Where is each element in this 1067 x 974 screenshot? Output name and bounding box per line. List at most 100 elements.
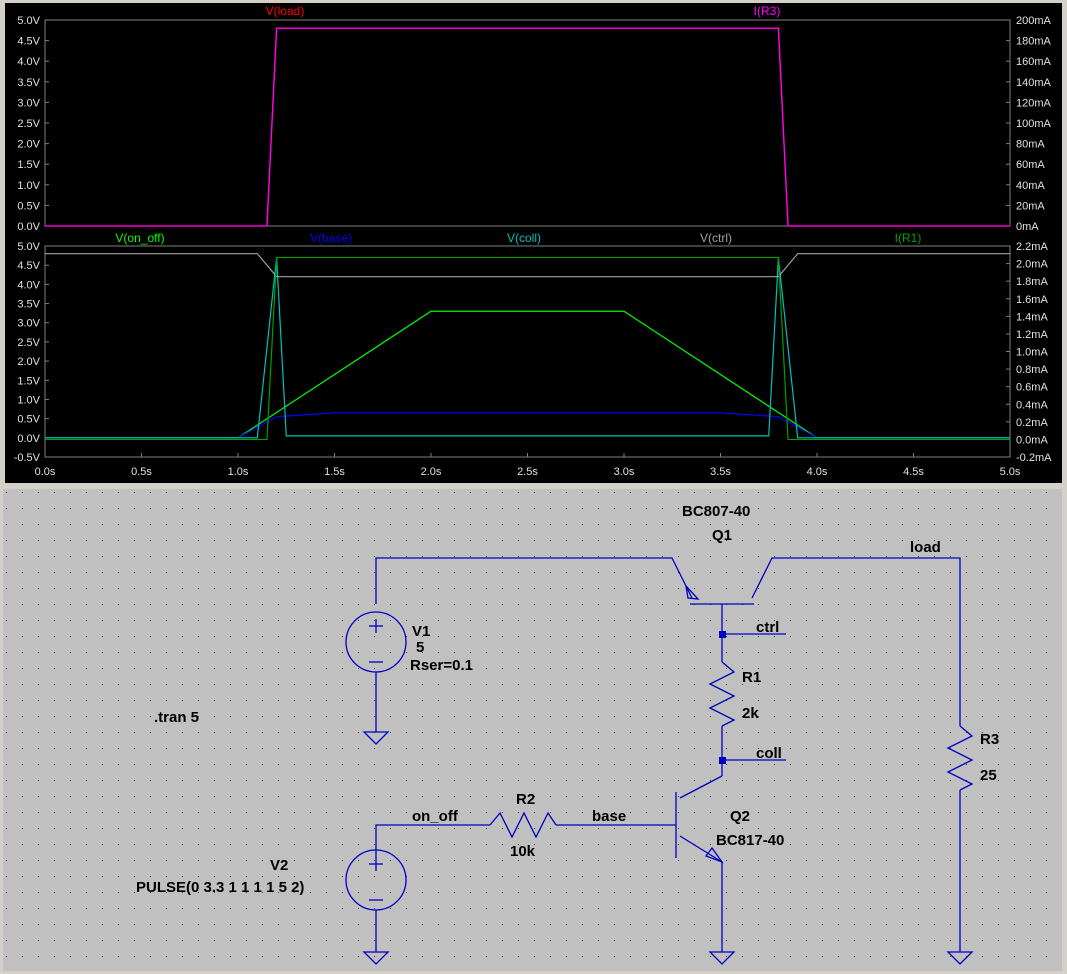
axis-tick-label: 4.0V	[17, 56, 40, 68]
axis-tick-label: 2.0mA	[1016, 259, 1048, 271]
axis-tick-label: 0.6mA	[1016, 382, 1048, 394]
grid-dots	[3, 489, 1062, 971]
trace-label[interactable]: V(coll)	[507, 231, 541, 245]
r1-name-label: R1	[742, 669, 761, 686]
junction-dot	[719, 631, 726, 638]
axis-tick-label: 2.2mA	[1016, 241, 1048, 253]
wire-v1-to-q1[interactable]	[375, 557, 693, 604]
time-tick-label: 0.5s	[131, 466, 152, 478]
v1-rser-label: Rser=0.1	[410, 657, 473, 674]
axis-tick-label: 120mA	[1016, 97, 1052, 109]
axis-tick-label: 140mA	[1016, 77, 1052, 89]
axis-tick-label: 5.0V	[17, 241, 40, 253]
q1-name-label: Q1	[712, 527, 732, 544]
axis-tick-label: 2.5V	[17, 118, 40, 130]
axis-tick-label: 0.0V	[17, 221, 40, 233]
axis-tick-label: 2.5V	[17, 337, 40, 349]
schematic-canvas[interactable]: BC807-40 Q1 load ctrl V1 5 Rser=0.1 R1 2…	[0, 486, 1067, 974]
plot-background	[5, 3, 1062, 483]
axis-tick-label: 1.5V	[17, 375, 40, 387]
q1-arrow-icon	[685, 583, 700, 600]
bottom-traces	[45, 253, 1010, 441]
time-tick-label: 0.0s	[35, 466, 56, 478]
axis-tick-label: 1.6mA	[1016, 294, 1048, 306]
axis-tick-label: 4.5V	[17, 36, 40, 48]
axis-tick-label: 4.5V	[17, 260, 40, 272]
ground-icon	[708, 951, 736, 965]
axis-tick-label: 0.0V	[17, 433, 40, 445]
axis-tick-label: 0.2mA	[1016, 417, 1048, 429]
trace-v-coll-[interactable]	[45, 257, 1010, 439]
trace-label-v-load[interactable]: V(load)	[266, 4, 305, 18]
q2-name-label: Q2	[730, 808, 750, 825]
q2-emitter-lead[interactable]	[679, 835, 723, 863]
trace-label[interactable]: V(ctrl)	[700, 231, 732, 245]
axis-tick-label: 3.0V	[17, 97, 40, 109]
q2-collector-lead[interactable]	[679, 775, 723, 799]
r3-value-label: 25	[980, 767, 997, 784]
ground-icon	[362, 731, 390, 745]
r2-value-label: 10k	[510, 843, 536, 860]
trace-i-r3-[interactable]	[45, 27, 1010, 227]
net-label-load[interactable]: load	[910, 539, 941, 556]
trace-label[interactable]: V(base)	[310, 231, 352, 245]
junction-dot	[719, 757, 726, 764]
trace-label-i-r3[interactable]: I(R3)	[754, 4, 781, 18]
axis-tick-label: 1.2mA	[1016, 329, 1048, 341]
v2-name-label: V2	[270, 857, 288, 874]
trace-v-ctrl-[interactable]	[45, 253, 1010, 278]
trace-i-r1-[interactable]	[45, 256, 1010, 441]
axis-tick-label: 0.5V	[17, 200, 40, 212]
axis-tick-label: 200mA	[1016, 15, 1052, 27]
top-left-axis: 5.0V4.5V4.0V3.5V3.0V2.5V2.0V1.5V1.0V0.5V…	[17, 15, 49, 233]
trace-label[interactable]: V(on_off)	[115, 231, 164, 245]
v1-name-label: V1	[412, 623, 430, 640]
time-tick-label: 1.0s	[228, 466, 249, 478]
axis-tick-label: 4.0V	[17, 279, 40, 291]
net-label-coll[interactable]: coll	[756, 745, 782, 762]
time-tick-label: 5.0s	[1000, 466, 1021, 478]
v1-value-label: 5	[416, 639, 424, 656]
axis-tick-label: 2.0V	[17, 356, 40, 368]
axis-tick-label: 60mA	[1016, 159, 1045, 171]
axis-tick-label: 0.4mA	[1016, 399, 1048, 411]
ground-icon	[946, 951, 974, 965]
net-label-on-off[interactable]: on_off	[412, 808, 459, 825]
r3-resistor[interactable]	[946, 725, 974, 791]
bottom-left-axis: 5.0V4.5V4.0V3.5V3.0V2.5V2.0V1.5V1.0V0.5V…	[14, 241, 49, 464]
axis-tick-label: 0.5V	[17, 414, 40, 426]
v2-value-label: PULSE(0 3.3 1 1 1 1 5 2)	[136, 879, 304, 896]
top-trace-labels: V(load) I(R3)	[266, 4, 781, 18]
axis-tick-label: -0.5V	[14, 452, 41, 464]
schematic-editor[interactable]: BC807-40 Q1 load ctrl V1 5 Rser=0.1 R1 2…	[0, 486, 1067, 974]
axis-tick-label: 2.0V	[17, 139, 40, 151]
tran-directive[interactable]: .tran 5	[154, 709, 199, 726]
time-tick-label: 2.5s	[517, 466, 538, 478]
q2-arrow-icon	[704, 846, 724, 864]
bottom-trace-labels: V(on_off) V(base) V(coll) V(ctrl) I(R1)	[115, 231, 921, 245]
time-tick-label: 4.0s	[807, 466, 828, 478]
net-label-ctrl[interactable]: ctrl	[756, 619, 779, 636]
trace-label[interactable]: I(R1)	[895, 231, 922, 245]
wire-on-off[interactable]	[375, 824, 490, 858]
axis-tick-label: 100mA	[1016, 118, 1052, 130]
axis-tick-label: -0.2mA	[1016, 452, 1052, 464]
axis-tick-label: 1.4mA	[1016, 311, 1048, 323]
axis-tick-label: 0.0mA	[1016, 434, 1048, 446]
time-tick-label: 3.5s	[710, 466, 731, 478]
r1-resistor[interactable]	[708, 661, 736, 727]
waveform-plot[interactable]: 5.0V4.5V4.0V3.5V3.0V2.5V2.0V1.5V1.0V0.5V…	[0, 0, 1067, 486]
r3-name-label: R3	[980, 731, 999, 748]
axis-tick-label: 80mA	[1016, 139, 1045, 151]
time-tick-label: 3.0s	[614, 466, 635, 478]
q2-model-label: BC817-40	[716, 832, 784, 849]
wire-q1-to-load[interactable]	[751, 557, 961, 726]
trace-v-base-[interactable]	[45, 412, 1010, 439]
axis-tick-label: 1.8mA	[1016, 276, 1048, 288]
axis-tick-label: 180mA	[1016, 36, 1052, 48]
net-label-base[interactable]: base	[592, 808, 626, 825]
axis-tick-label: 1.5V	[17, 159, 40, 171]
r2-resistor[interactable]	[489, 811, 557, 839]
